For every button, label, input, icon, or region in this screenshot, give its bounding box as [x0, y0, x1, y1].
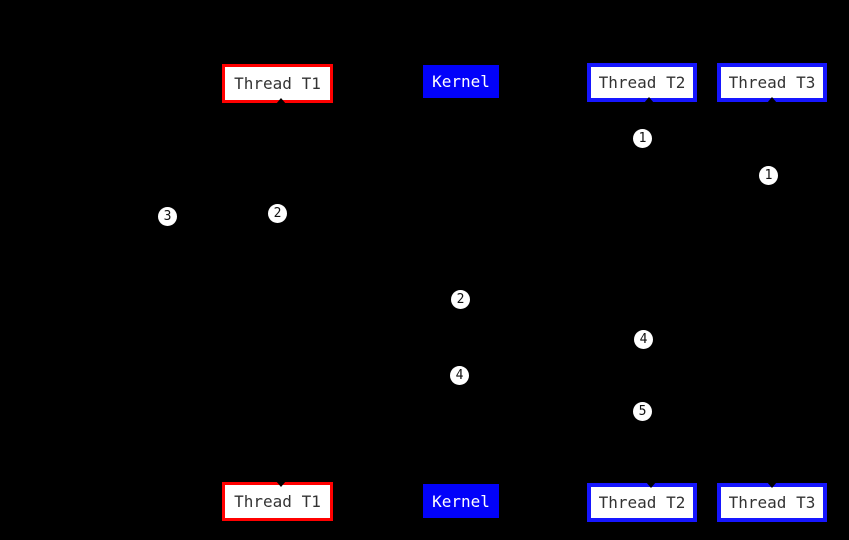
- node-thread-t3-bottom-label: Thread T3: [728, 493, 816, 512]
- step-marker-label: 2: [273, 206, 282, 221]
- node-thread-t1-top: Thread T1: [222, 64, 333, 103]
- node-thread-t2-bottom-label: Thread T2: [598, 493, 686, 512]
- step-marker-label: 4: [455, 368, 464, 383]
- step-marker-label: 3: [163, 209, 172, 224]
- node-kernel-top: Kernel: [423, 65, 499, 98]
- step-marker: 1: [633, 129, 652, 148]
- arrow-tip-icon: [644, 97, 654, 103]
- step-marker: 3: [158, 207, 177, 226]
- node-thread-t3-top-label: Thread T3: [728, 73, 816, 92]
- step-marker-label: 1: [764, 168, 773, 183]
- step-marker: 4: [450, 366, 469, 385]
- step-marker-label: 4: [639, 332, 648, 347]
- step-marker-label: 2: [456, 292, 465, 307]
- node-thread-t2-bottom: Thread T2: [587, 483, 697, 522]
- node-thread-t2-top-label: Thread T2: [598, 73, 686, 92]
- node-kernel-bottom: Kernel: [423, 484, 499, 518]
- node-thread-t1-bottom: Thread T1: [222, 482, 333, 521]
- node-thread-t2-top: Thread T2: [587, 63, 697, 102]
- arrow-tip-icon: [276, 98, 286, 104]
- arrow-tip-icon: [767, 482, 777, 488]
- step-marker: 4: [634, 330, 653, 349]
- node-kernel-bottom-label: Kernel: [432, 491, 490, 511]
- arrow-tip-icon: [767, 97, 777, 103]
- arrow-tip-icon: [276, 481, 286, 487]
- step-marker: 2: [268, 204, 287, 223]
- step-marker: 1: [759, 166, 778, 185]
- step-marker: 2: [451, 290, 470, 309]
- step-marker-label: 5: [638, 404, 647, 419]
- step-marker: 5: [633, 402, 652, 421]
- arrow-tip-icon: [646, 482, 656, 488]
- step-marker-label: 1: [638, 131, 647, 146]
- node-kernel-top-label: Kernel: [432, 72, 490, 91]
- node-thread-t1-top-label: Thread T1: [234, 74, 321, 93]
- node-thread-t3-bottom: Thread T3: [717, 483, 827, 522]
- node-thread-t1-bottom-label: Thread T1: [234, 492, 321, 511]
